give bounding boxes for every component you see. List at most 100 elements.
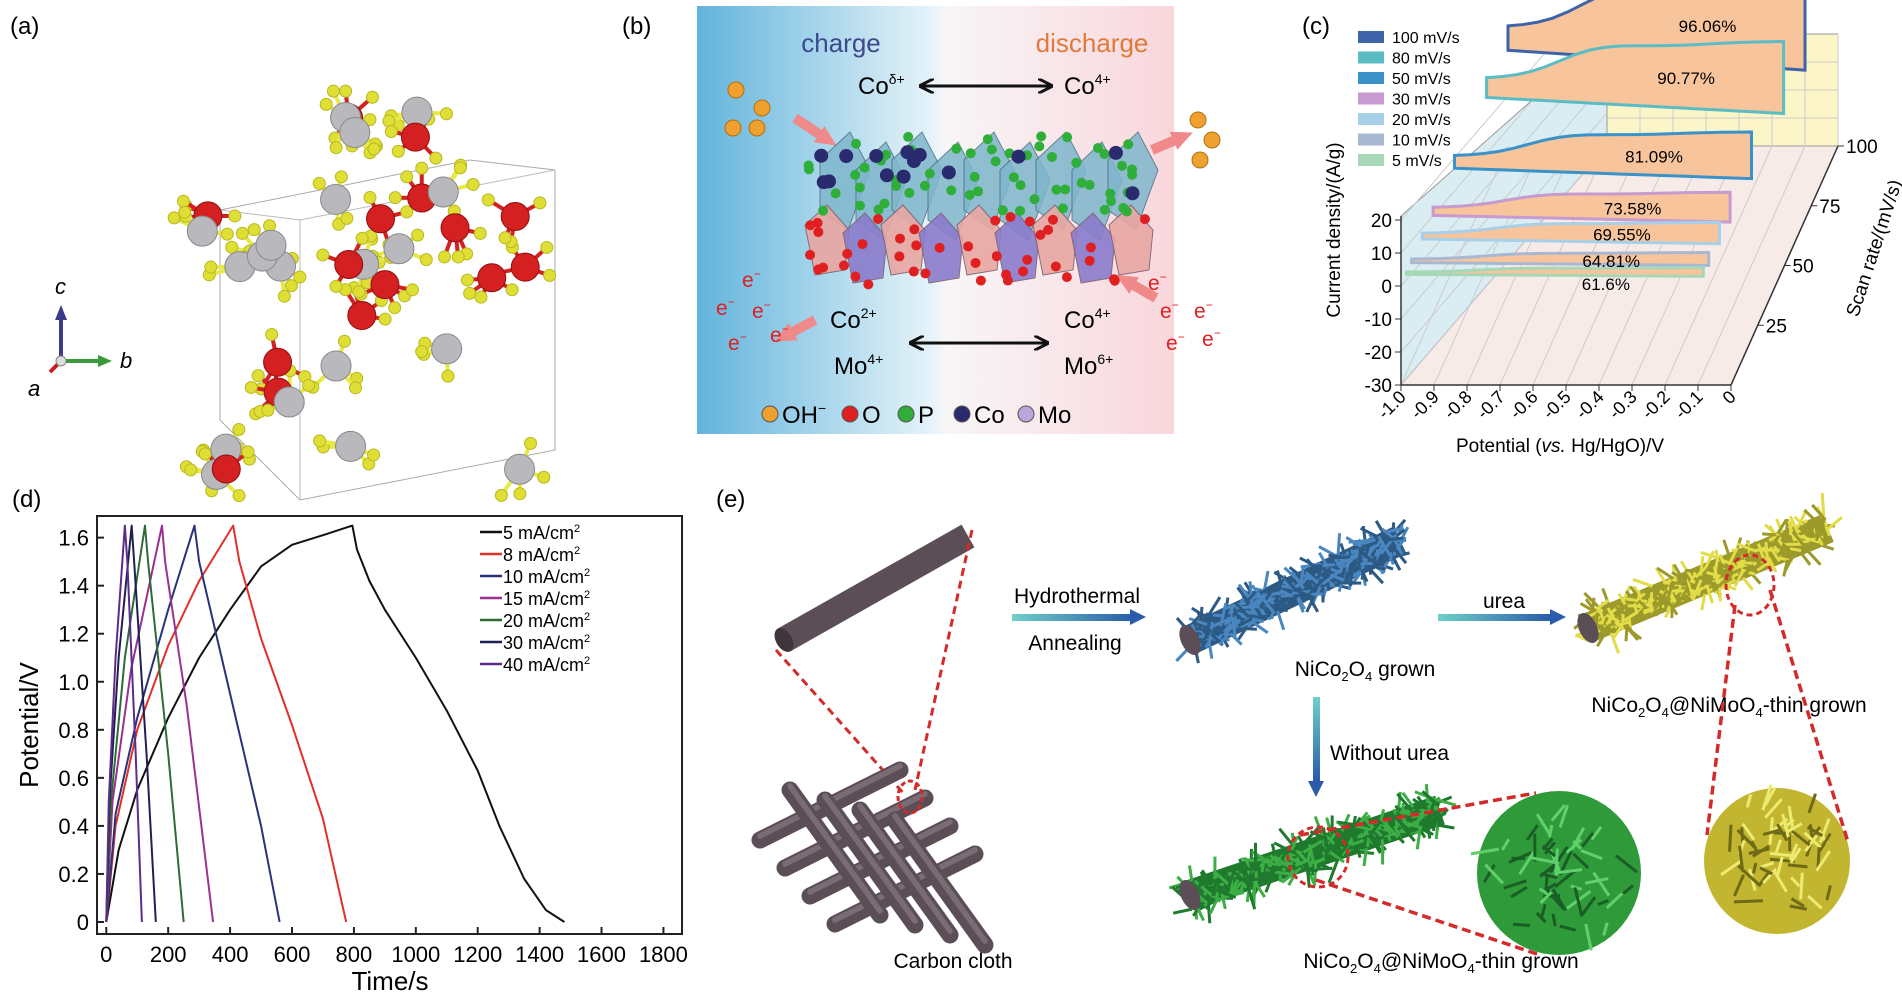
cv-band-80 (1485, 39, 1786, 116)
layered-crystal (724, 81, 1221, 342)
oxygen-atom (1005, 212, 1016, 223)
phosphorus-atom (851, 138, 862, 149)
oxygen-atom (909, 224, 920, 235)
ligand-atom (524, 436, 538, 450)
oxygen-atom (963, 241, 974, 252)
phosphorus-atom (986, 144, 997, 155)
ligand-atom (265, 327, 279, 341)
ligand-atom (441, 369, 455, 383)
z-tick-label: 75 (1819, 197, 1840, 218)
ligand-atom (334, 170, 348, 184)
legend-swatch (1017, 405, 1035, 423)
oxygen-atom (1084, 255, 1095, 266)
oxygen-atom (1050, 261, 1061, 272)
cobalt-atom (900, 145, 915, 160)
retention-label: 64.81% (1582, 252, 1640, 271)
cobalt-atom (1011, 149, 1026, 164)
phosphorus-atom (1051, 184, 1062, 195)
ligand-atom (167, 211, 181, 225)
ligand-atom (400, 205, 414, 219)
phosphorus-atom (1117, 160, 1128, 171)
x-tick-label: -0.2 (1638, 387, 1674, 423)
oxygen-atom (911, 240, 922, 251)
retention-label: 61.6% (1582, 275, 1630, 294)
ligand-atom (400, 170, 414, 184)
legend-label: 40 mA/cm2 (503, 655, 590, 675)
cv-band-5 (1404, 266, 1705, 278)
phosphorus-atom (1121, 206, 1132, 217)
phosphorus-atom (924, 168, 935, 179)
urea-label: urea (1483, 590, 1525, 613)
ligand-atom (419, 253, 433, 267)
retention-label: 69.55% (1593, 226, 1651, 245)
legend-label: 10 mA/cm2 (503, 567, 590, 587)
phosphorus-atom (880, 149, 891, 160)
legend-swatch (1358, 72, 1384, 84)
oxygen-atom (894, 251, 905, 262)
retention-label: 81.09% (1625, 147, 1683, 166)
legend-label: 5 mA/cm2 (503, 523, 580, 543)
ligand-atom (261, 403, 275, 417)
ligand-atom (176, 194, 190, 208)
ligand-atom (405, 283, 419, 297)
ligand-atom (384, 124, 398, 138)
ligand-atom (184, 463, 198, 477)
ligand-atom (251, 369, 265, 383)
x-tick-label: 800 (336, 942, 373, 967)
x-tick-label: 600 (274, 942, 311, 967)
ligand-atom (388, 191, 402, 205)
oxygen-atom (1022, 254, 1033, 265)
nico-grown-label: NiCo2O4 grown (1295, 658, 1436, 684)
phosphorus-atom (850, 169, 861, 180)
legend-label: 20 mV/s (1392, 112, 1451, 129)
hydroxide-ion (727, 81, 745, 99)
axis-label-a: a (28, 376, 40, 401)
ligand-atom (302, 379, 316, 393)
process-arrow-down (1308, 697, 1324, 797)
oxygen-atom (934, 242, 945, 253)
zoom-dashed-lines (774, 529, 974, 796)
panel-label-e: (e) (716, 486, 745, 513)
phosphorus-atom (1036, 131, 1047, 142)
ligand-atom (284, 279, 298, 293)
discharge-label: discharge (1036, 28, 1149, 58)
ligand-atom (313, 434, 327, 448)
oxygen-atom (863, 279, 874, 290)
ligand-atom (537, 470, 551, 484)
electrons: e−e−e−e−e−e−e−e−e−e− (716, 267, 1221, 355)
electron: e− (742, 267, 761, 292)
x-axis-title: Time/s (351, 966, 428, 993)
phosphorus-atom (990, 156, 1001, 167)
oxygen-atom (805, 249, 816, 260)
nimoo4-thin-rod-urea (1573, 492, 1843, 654)
series-line-10 (105, 524, 281, 923)
green-zoom-lines (1299, 791, 1541, 957)
ligand-atom (340, 211, 354, 225)
y-tick-label: -30 (1365, 376, 1392, 397)
metal-atom-red (400, 122, 430, 152)
cobalt-atom (941, 165, 956, 180)
oxygen-atom (842, 248, 853, 259)
metal-atom-red (510, 252, 540, 282)
oxygen-atom (1018, 266, 1029, 277)
panel-label-d: (d) (12, 486, 41, 513)
cobalt-atom (816, 175, 831, 190)
ligand-atom (415, 161, 429, 175)
oxygen-atom (1047, 214, 1058, 225)
y-tick-label: 1.2 (58, 622, 89, 647)
axis-label-c: c (55, 274, 66, 299)
cobalt-atom (1108, 145, 1123, 160)
x-tick-label: -0.3 (1605, 387, 1641, 423)
legend-label: 5 mV/s (1392, 153, 1442, 170)
oxygen-atom (1002, 275, 1013, 286)
electron: e− (728, 330, 747, 355)
ligand-atom (329, 279, 343, 293)
electron: e− (752, 298, 771, 323)
phosphorus-atom (891, 180, 902, 191)
z-tick-label: 50 (1793, 257, 1814, 278)
retention-label: 96.06% (1679, 17, 1737, 36)
z-tick-label: 100 (1846, 137, 1878, 158)
oxygen-atom (850, 271, 861, 282)
ligand-atom (415, 345, 429, 359)
